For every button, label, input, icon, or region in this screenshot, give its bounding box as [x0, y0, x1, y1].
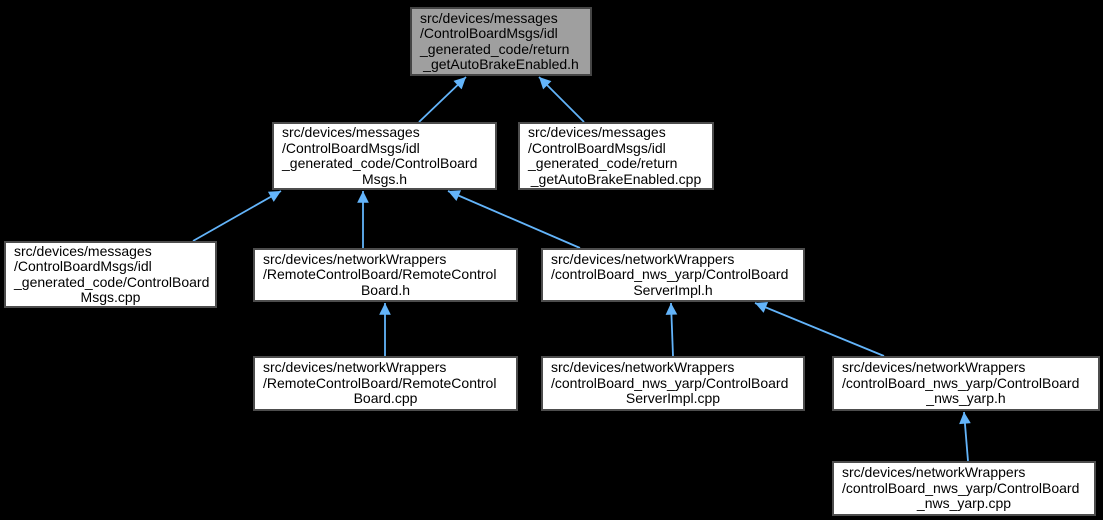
graph-node-label-line: src/devices/messages — [282, 124, 420, 140]
graph-node-label-line: Msgs.cpp — [80, 289, 141, 305]
graph-node-label-line: src/devices/messages — [420, 9, 558, 26]
graph-node-label-line: _generated_code/return — [528, 155, 678, 171]
graph-node-return-cpp[interactable]: src/devices/messages/ControlBoardMsgs/id… — [518, 122, 714, 190]
graph-node-label-line: Board.h — [360, 281, 411, 298]
graph-node-label-line: Board.cpp — [353, 390, 418, 407]
graph-edge-return-cpp-to-return-h — [538, 76, 585, 123]
graph-node-serverimpl-h[interactable]: src/devices/networkWrappers/controlBoard… — [541, 248, 805, 302]
graph-node-nws-yarp-h[interactable]: src/devices/networkWrappers/controlBoard… — [832, 356, 1100, 411]
graph-node-label-line: _generated_code/ControlBoard — [282, 155, 478, 171]
graph-node-label-line: src/devices/networkWrappers — [842, 464, 1026, 481]
graph-node-label-line: /ControlBoardMsgs/idl — [282, 139, 420, 156]
graph-node-remote-h[interactable]: src/devices/networkWrappers/RemoteContro… — [253, 248, 518, 302]
graph-node-label-line: /controlBoard_nws_yarp/ControlBoard — [551, 266, 789, 283]
graph-edge-msgs-h-to-return-h — [418, 76, 467, 123]
graph-node-nws-yarp-cpp[interactable]: src/devices/networkWrappers/controlBoard… — [832, 461, 1096, 516]
graph-node-label-line: _getAutoBrakeEnabled.h — [423, 56, 579, 72]
graph-node-label-line: src/devices/messages — [14, 242, 152, 259]
graph-node-label-line: _generated_code/ControlBoard — [14, 273, 210, 290]
graph-edge-serverimpl-cpp-to-serverimpl-h — [665, 302, 678, 357]
graph-node-label-line: src/devices/networkWrappers — [842, 359, 1026, 376]
graph-node-label-line: _nws_yarp.h — [926, 390, 1006, 407]
graph-node-label-line: /controlBoard_nws_yarp/ControlBoard — [842, 374, 1080, 391]
graph-node-label-line: ServerImpl.h — [633, 281, 713, 298]
graph-node-label-line: /RemoteControlBoard/RemoteControl — [263, 374, 497, 391]
graph-edge-nws-yarp-cpp-to-nws-yarp-h — [959, 411, 971, 462]
graph-node-label-line: _getAutoBrakeEnabled.cpp — [530, 170, 702, 187]
graph-node-serverimpl-cpp[interactable]: src/devices/networkWrappers/controlBoard… — [541, 356, 805, 411]
graph-node-msgs-h[interactable]: src/devices/messages/ControlBoardMsgs/id… — [272, 122, 497, 190]
graph-edge-serverimpl-h-to-msgs-h — [447, 190, 581, 249]
graph-node-label-line: src/devices/networkWrappers — [263, 359, 447, 376]
graph-node-label-line: /RemoteControlBoard/RemoteControl — [263, 266, 497, 283]
graph-node-label-line: src/devices/networkWrappers — [263, 250, 447, 267]
graph-node-return-h: src/devices/messages/ControlBoardMsgs/id… — [410, 7, 592, 76]
graph-node-label-line: ServerImpl.cpp — [625, 390, 721, 407]
graph-node-label-line: src/devices/networkWrappers — [551, 359, 735, 376]
graph-node-label-line: src/devices/networkWrappers — [551, 250, 735, 267]
graph-node-label-line: /ControlBoardMsgs/idl — [528, 139, 666, 156]
graph-edge-nws-yarp-h-to-serverimpl-h — [754, 302, 885, 357]
graph-node-label-line: _nws_yarp.cpp — [916, 495, 1012, 512]
graph-node-remote-cpp[interactable]: src/devices/networkWrappers/RemoteContro… — [253, 356, 518, 411]
graph-node-label-line: src/devices/messages — [528, 124, 666, 140]
graph-node-msgs-cpp[interactable]: src/devices/messages/ControlBoardMsgs/id… — [4, 241, 217, 308]
graph-node-label-line: /ControlBoardMsgs/idl — [14, 258, 152, 274]
graph-node-label-line: _generated_code/return — [420, 40, 570, 57]
graph-node-label-line: /controlBoard_nws_yarp/ControlBoard — [842, 479, 1080, 496]
graph-node-label-line: Msgs.h — [361, 170, 408, 187]
graph-node-label-line: /controlBoard_nws_yarp/ControlBoard — [551, 374, 789, 391]
graph-node-label-line: /ControlBoardMsgs/idl — [420, 25, 558, 41]
graph-edge-msgs-cpp-to-msgs-h — [192, 190, 282, 242]
